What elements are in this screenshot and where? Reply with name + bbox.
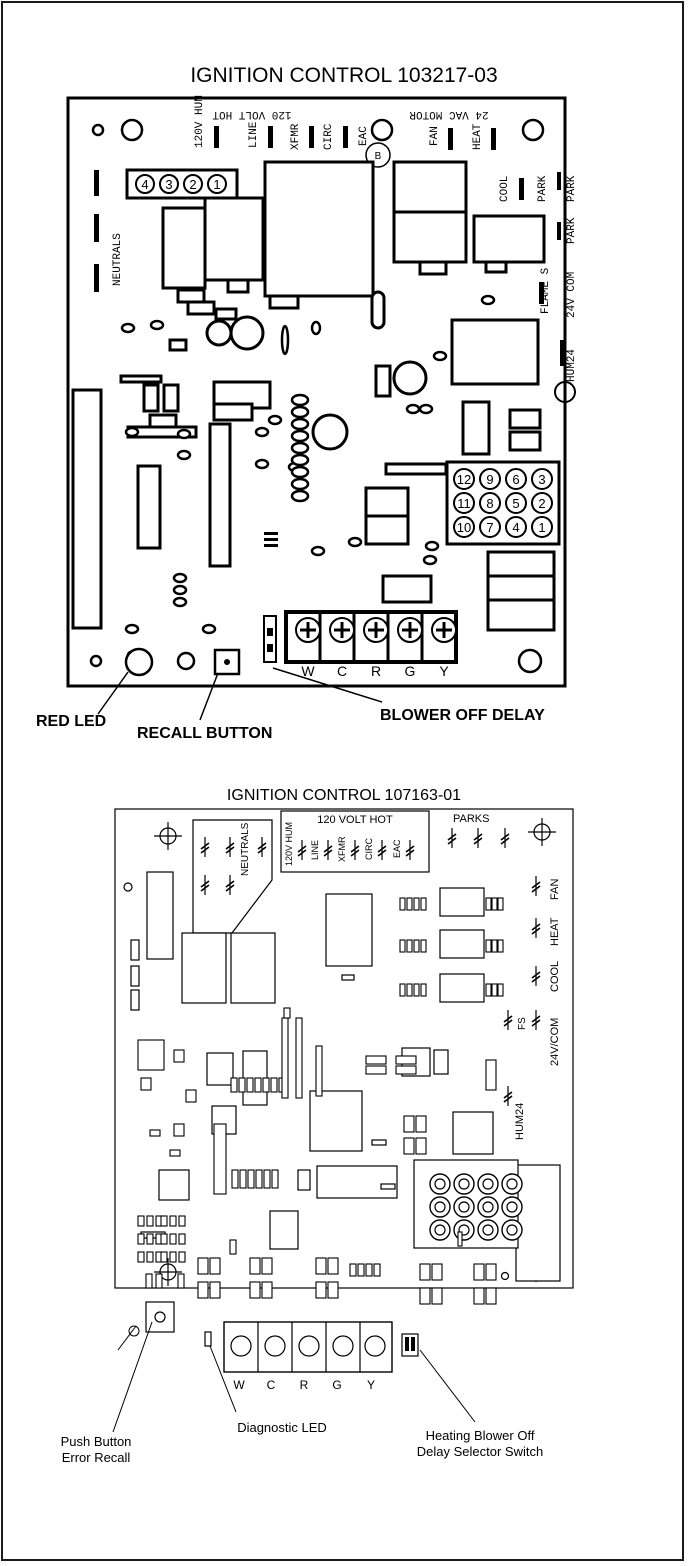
board1-blower-jumper xyxy=(263,615,277,663)
svg-text:24V/COM: 24V/COM xyxy=(549,1018,561,1066)
svg-text:HEAT: HEAT xyxy=(549,917,561,946)
callout-diagnostic-led: Diagnostic LED xyxy=(237,1420,327,1435)
connector-pin: 9 xyxy=(486,472,493,487)
board1-right-terminals: COOL PARK PARK PARK FLAME S 24V COM HUM2… xyxy=(499,172,578,403)
board1-label-fan: FAN xyxy=(429,126,441,146)
board1-label-xfmr: XFMR xyxy=(290,123,302,150)
connector-pin: 6 xyxy=(512,472,519,487)
board1-mounting-holes xyxy=(89,118,545,674)
board2-leader-lines xyxy=(112,1321,476,1433)
connector-pin: 8 xyxy=(486,496,493,511)
svg-text:XFMR: XFMR xyxy=(337,836,347,862)
board1-circle-b: B xyxy=(375,151,382,162)
svg-text:COOL: COOL xyxy=(549,961,561,992)
board1-label-park3: PARK xyxy=(566,217,578,244)
board1-header-left: 120 VOLT HOT xyxy=(212,108,292,120)
connector-pin: 1 xyxy=(538,520,545,535)
callout-recall-button: RECALL BUTTON xyxy=(137,725,272,742)
connector-pin: 7 xyxy=(486,520,493,535)
board1-label-heat: HEAT xyxy=(472,123,484,150)
svg-text:HUM24: HUM24 xyxy=(514,1103,526,1140)
svg-text:C: C xyxy=(267,1378,276,1392)
board2-neutrals-block: NEUTRALS xyxy=(192,819,273,934)
callout-blower-off-delay: BLOWER OFF DELAY xyxy=(380,707,545,724)
board1-coil xyxy=(264,393,310,547)
board1-red-led xyxy=(124,647,154,677)
board1-label-hum24: HUM24 xyxy=(566,349,578,382)
board2-title: IGNITION CONTROL 107163-01 xyxy=(227,787,461,804)
board2-12pin-connector xyxy=(429,1173,523,1241)
callout-push-button-1: Push Button xyxy=(61,1434,132,1449)
svg-text:LINE: LINE xyxy=(310,840,320,860)
callout-blower-switch-1: Heating Blower Off xyxy=(426,1428,535,1443)
callout-push-button-2: Error Recall xyxy=(62,1450,131,1465)
board1-label-park1: PARK xyxy=(537,175,549,202)
board2-small-chips xyxy=(137,897,504,1305)
board1-terminal-y: Y xyxy=(439,663,449,679)
svg-text:CIRC: CIRC xyxy=(364,838,374,860)
board2-header: 120 VOLT HOT xyxy=(317,814,393,826)
board1-components xyxy=(71,160,556,632)
connector-pin: 10 xyxy=(457,520,471,535)
board1-neutrals-label: NEUTRALS xyxy=(112,233,124,286)
svg-text:FS: FS xyxy=(517,1017,528,1030)
svg-text:3: 3 xyxy=(165,177,172,192)
board1-header-right: 24 VAC MOTOR xyxy=(409,108,489,120)
board1-label-cool: COOL xyxy=(499,176,511,202)
svg-text:Y: Y xyxy=(367,1378,375,1392)
board1-neutrals: NEUTRALS xyxy=(94,170,124,292)
board1-label-24vcom: 24V COM xyxy=(566,272,578,318)
connector-pin: 12 xyxy=(457,472,471,487)
board1-recall-button xyxy=(213,648,241,676)
board1-label-120vhum: 120V HUM xyxy=(194,95,206,148)
board1-label-circ: CIRC xyxy=(323,123,335,150)
board1-top-terminals: 120V HUM LINE XFMR CIRC EAC B FAN HEAT xyxy=(194,95,496,168)
board1-leader-lines xyxy=(97,667,383,721)
svg-text:FAN: FAN xyxy=(549,879,561,900)
board1-terminal-g: G xyxy=(405,663,416,679)
board1-label-line: LINE xyxy=(248,121,260,148)
svg-text:120V HUM: 120V HUM xyxy=(284,822,294,866)
board1-terminal-c: C xyxy=(337,663,347,679)
svg-text:R: R xyxy=(300,1378,309,1392)
board1-label-eac: EAC xyxy=(358,126,370,146)
board2-parks-label: PARKS xyxy=(453,813,489,825)
board1-4pin-plug: 4 3 2 1 xyxy=(125,168,239,200)
callout-blower-switch-2: Delay Selector Switch xyxy=(417,1444,543,1459)
connector-pin: 5 xyxy=(512,496,519,511)
svg-text:W: W xyxy=(233,1378,245,1392)
board1-small-parts xyxy=(120,294,496,661)
board2-neutrals-label: NEUTRALS xyxy=(240,822,251,876)
board1-terminal-r: R xyxy=(371,663,381,679)
connector-pin: 4 xyxy=(512,520,519,535)
connector-pin: 11 xyxy=(457,496,471,511)
board1-12pin-connector: 12 9 6 3 11 8 5 2 10 7 4 1 xyxy=(445,460,561,546)
board1-title: IGNITION CONTROL 103217-03 xyxy=(190,64,497,87)
board2-right-labels: FAN HEAT COOL FS 24V/COM HUM24 xyxy=(503,875,561,1140)
board2-terminal-strip: W C R G Y xyxy=(230,1322,386,1392)
connector-pin: 2 xyxy=(538,496,545,511)
board1-terminal-w: W xyxy=(301,663,315,679)
board1-label-park2: PARK xyxy=(566,175,578,202)
svg-text:2: 2 xyxy=(189,177,196,192)
board2-diagnostic-led xyxy=(204,1331,212,1347)
svg-text:EAC: EAC xyxy=(392,839,402,858)
board1-terminal-strip: W C R G Y xyxy=(284,610,458,679)
callout-red-led: RED LED xyxy=(36,713,106,730)
svg-text:G: G xyxy=(332,1378,341,1392)
connector-pin: 3 xyxy=(538,472,545,487)
svg-text:1: 1 xyxy=(213,177,220,192)
board2-120v-block: 120 VOLT HOT 120V HUM LINE XFMR CIRC EAC xyxy=(280,810,430,873)
svg-text:4: 4 xyxy=(141,177,148,192)
